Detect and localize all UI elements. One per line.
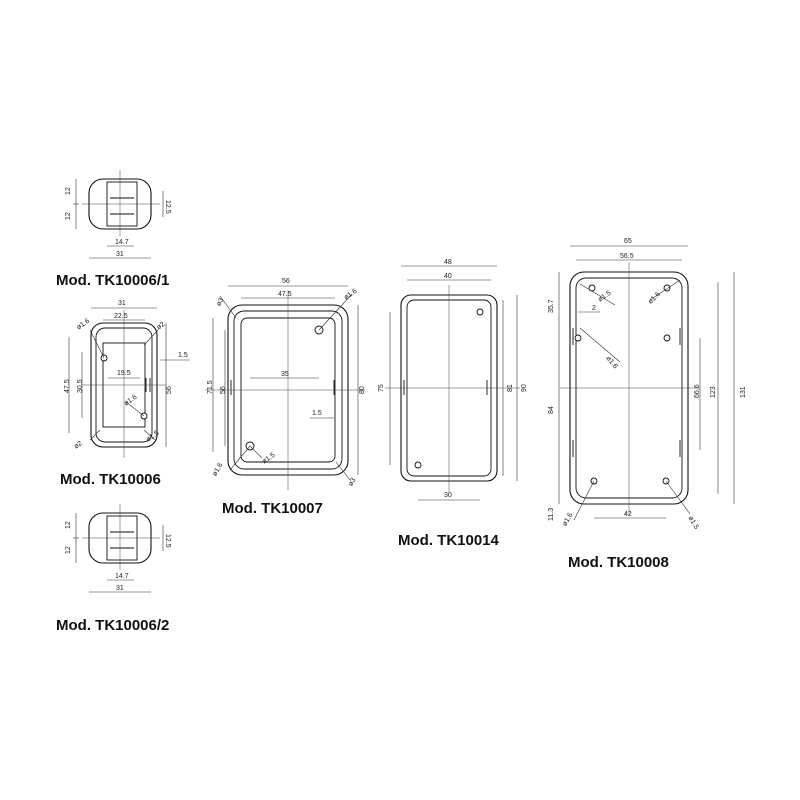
tk10006-2-dim-label: 31 [116, 585, 124, 592]
drawing-tk10006-1: 12 12 12.5 14.7 31 Mod. TK10006/1 [56, 170, 171, 289]
tk10014-dim-label: 75 [378, 384, 385, 392]
tk10007-dim-label: 80 [359, 386, 366, 394]
tk10006-dim-label: 22.5 [114, 313, 128, 320]
tk10007-leader [335, 461, 351, 481]
tk10008-leader [665, 480, 691, 515]
tk10008-leader [573, 480, 595, 521]
tk10006-dim-label: 31 [118, 300, 126, 307]
tk10006-dim-label: ø1.6 [76, 318, 92, 332]
tk10008-dim-label: 123 [710, 386, 717, 398]
tk10008-dim-label: 84 [548, 406, 555, 414]
tk10007-dim-label: 71.5 [207, 380, 214, 394]
tk10008-leader [579, 327, 621, 363]
tk10006-dim-label: 19.5 [117, 370, 131, 377]
tk10006-1-dim-label: 12 [65, 212, 72, 220]
tk10014-dim-label: 48 [444, 259, 452, 266]
tk10014-dim-label: 30 [444, 492, 452, 499]
model-title: Mod. TK10008 [568, 554, 669, 571]
model-title: Mod. TK10006/2 [56, 617, 169, 634]
tk10008-leader [579, 283, 616, 306]
tk10008-leader [649, 279, 681, 301]
tk10006-dim-label: ø1.5 [145, 430, 161, 444]
tk10008-dim-label: 42 [624, 511, 632, 518]
tk10014-dim-label: 40 [444, 273, 452, 280]
tk10006-dim-label: 56 [166, 386, 173, 394]
tk10007-dim-label: 35 [281, 371, 289, 378]
tk10008-dim-label: ø1.5 [687, 515, 700, 531]
tk10007-leader [318, 293, 353, 331]
tk10014-dim-label: 81 [507, 384, 514, 392]
tk10007-dim-label: ø3 [215, 297, 225, 308]
tk10014-hole [414, 461, 422, 469]
tk10006-1-dim-label: 12 [65, 187, 72, 195]
model-title: Mod. TK10006/1 [56, 272, 169, 289]
drawing-tk10008: 65 56.5 35.7 ø1.5 ø1.6 2 ø1.6 66.6 123 1… [548, 238, 747, 571]
tk10006-leader [143, 429, 156, 441]
tk10007-dim-label: ø1.6 [211, 462, 224, 478]
tk10006-leader [125, 401, 145, 417]
tk10006-leader [89, 329, 105, 359]
tk10008-dim-label: 35.7 [548, 299, 555, 313]
tk10008-hole [663, 334, 671, 342]
tk10006-1-dim-label: 12.5 [164, 200, 171, 214]
tk10007-leader [249, 445, 263, 459]
tk10007-dim-label: 56 [282, 278, 290, 285]
tk10006-dim-label: 47.5 [64, 379, 71, 393]
tk10008-dim-label: 66.6 [694, 384, 701, 398]
tk10007-leader [219, 295, 237, 319]
tk10008-dim-label: ø1.5 [597, 290, 613, 304]
tk10006-leader [89, 429, 101, 441]
tk10006-dim-label: 30.5 [77, 379, 84, 393]
tk10008-dim-label: 56.5 [620, 253, 634, 260]
tk10007-dim-label: 56 [220, 386, 227, 394]
tk10006-2-dim-label: 12 [65, 521, 72, 529]
tk10008-dim-label: 11.3 [548, 508, 555, 521]
tk10006-dim-label: 1.5 [178, 352, 188, 359]
tk10006-dim-label: ø2 [156, 321, 167, 331]
tk10008-dim-label: 2 [592, 305, 596, 312]
tk10008-dim-label: ø1.6 [604, 355, 618, 370]
tk10007-leader [229, 445, 251, 471]
tk10007-dim-label: ø1.5 [261, 452, 277, 466]
drawing-tk10006: 31 22.5 ø1.6 ø2 1.5 47.5 30.5 19.5 56 ø1… [60, 300, 190, 488]
model-title: Mod. TK10014 [398, 532, 500, 549]
tk10007-dim-label: 47.5 [278, 291, 292, 298]
tk10007-dim-label: ø1.6 [343, 288, 359, 302]
tk10014-hole [476, 308, 484, 316]
drawing-tk10007: 56 47.5 ø3 ø1.6 71.5 56 35 1.5 80 ø1.6 ø… [205, 278, 366, 517]
tk10007-dim-label: ø3 [347, 477, 357, 488]
tk10006-2-dim-label: 12 [65, 546, 72, 554]
model-title: Mod. TK10007 [222, 500, 323, 517]
tk10008-hole [574, 334, 582, 342]
tk10007-dim-label: 1.5 [312, 410, 322, 417]
tk10006-1-dim-label: 31 [116, 251, 124, 258]
tk10008-dim-label: 131 [740, 386, 747, 398]
drawing-tk10006-2: 12 12 12.5 14.7 31 Mod. TK10006/2 [56, 504, 171, 634]
tk10008-dim-label: ø1.6 [647, 291, 662, 306]
tk10006-leader [143, 329, 159, 346]
tk10006-2-dim-label: 14.7 [115, 573, 129, 580]
tk10006-2-dim-label: 12.5 [164, 534, 171, 548]
tk10008-dim-label: ø1.6 [561, 512, 574, 528]
tk10014-dim-label: 90 [521, 384, 528, 392]
tk10008-dim-label: 65 [624, 238, 632, 245]
model-title: Mod. TK10006 [60, 471, 161, 488]
tk10006-1-dim-label: 14.7 [115, 239, 129, 246]
tk10006-dim-label: ø2 [73, 440, 84, 450]
drawing-tk10014: 48 40 75 81 90 30 Mod. TK10014 [378, 259, 528, 549]
